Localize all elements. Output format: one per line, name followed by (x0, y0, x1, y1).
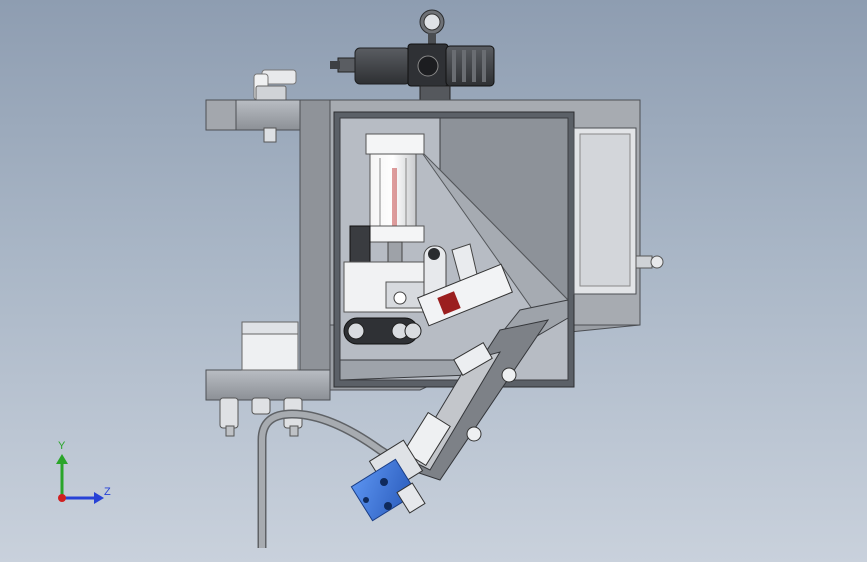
pneumatic-cylinder[interactable] (349, 133, 425, 267)
side-enclosure[interactable] (573, 127, 664, 295)
gripper-mechanism[interactable] (343, 243, 513, 345)
valve-block[interactable] (241, 321, 299, 371)
z-axis-label: Z (104, 486, 111, 498)
pressure-regulator[interactable] (330, 9, 495, 101)
axis-triad: Y Z (48, 440, 118, 510)
dispense-head[interactable] (350, 411, 451, 522)
y-axis-label: Y (58, 440, 66, 452)
elbow-fitting[interactable] (253, 69, 297, 103)
